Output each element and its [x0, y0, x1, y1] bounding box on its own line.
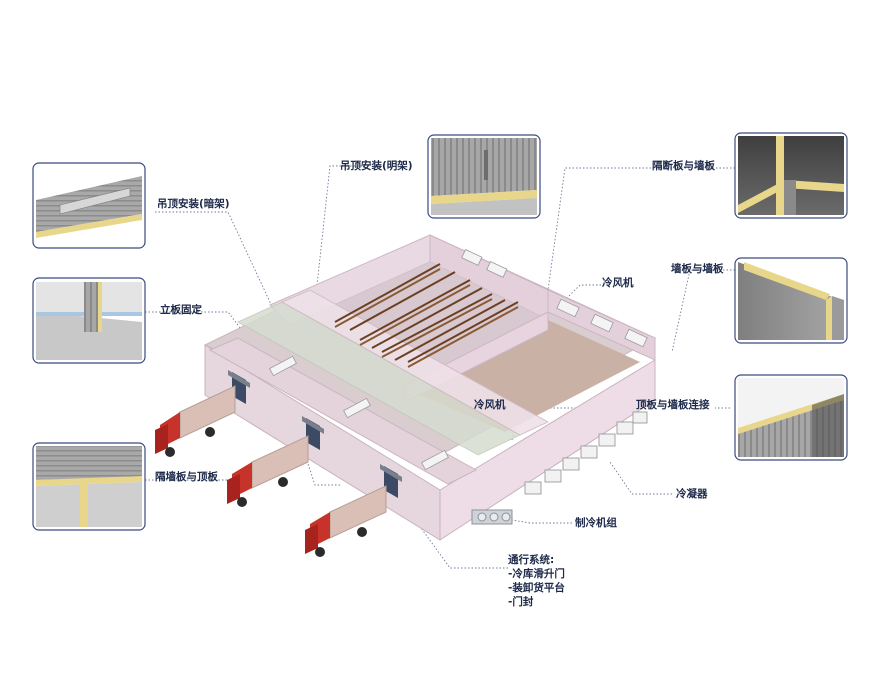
evaporator-units — [269, 249, 648, 471]
inset-ceiling-exposed — [427, 134, 541, 219]
access-item-sliding-door: -冷库滑升门 — [508, 568, 565, 580]
label-cooler-1: 冷风机 — [602, 277, 634, 289]
dock-doors — [228, 370, 402, 498]
label-partition-roof: 隔墙板与顶板 — [155, 471, 218, 483]
label-refrigeration-unit: 制冷机组 — [575, 517, 617, 529]
building — [203, 234, 657, 541]
inset-wall-wall — [734, 257, 848, 344]
label-access-system: 通行系统: -冷库滑升门 -装卸货平台 -门封 — [508, 553, 565, 609]
inset-partition-roof — [32, 442, 146, 531]
inset-ceiling-hidden — [32, 162, 146, 249]
inset-partition-wall — [734, 132, 848, 219]
truck-2 — [227, 435, 309, 507]
label-partition-wall: 隔断板与墙板 — [652, 160, 715, 172]
access-title: 通行系统: — [508, 554, 555, 566]
label-cooler-2: 冷风机 — [474, 399, 506, 411]
inset-roof-wall — [734, 374, 848, 461]
access-item-dock-platform: -装卸货平台 — [508, 582, 565, 594]
label-vertical-fix: 立板固定 — [160, 304, 202, 316]
truck-3 — [305, 485, 387, 557]
label-roof-wall: 顶板与墙板连接 — [636, 399, 710, 411]
truck-1 — [155, 385, 236, 457]
storage-racks — [334, 263, 519, 368]
label-wall-wall: 墙板与墙板 — [671, 263, 724, 275]
inset-vertical-fix — [32, 277, 146, 364]
condensers — [524, 411, 648, 495]
refrigeration-unit — [471, 509, 513, 525]
label-ceiling-hidden: 吊顶安装(暗架) — [157, 198, 230, 210]
access-item-door-seal: -门封 — [508, 596, 534, 608]
label-ceiling-exposed: 吊顶安装(明架) — [340, 160, 413, 172]
label-condenser: 冷凝器 — [676, 488, 708, 500]
